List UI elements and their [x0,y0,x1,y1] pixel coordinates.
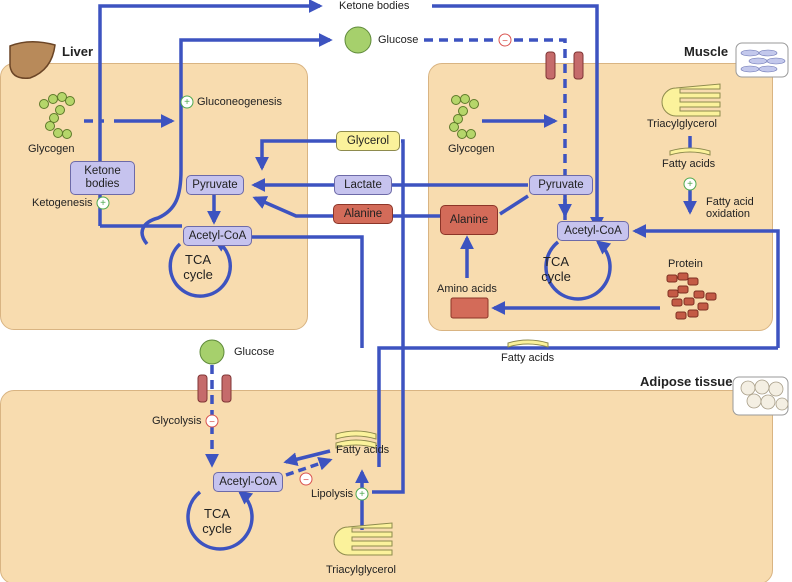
alanine-transport-box: Alanine [333,204,393,224]
muscle-tca-label: TCA cycle [541,254,571,284]
adipose-glucose-label: Glucose [234,346,275,358]
gluconeogenesis-label: Gluconeogenesis [197,96,283,108]
adipose-glucose-circle [199,339,225,365]
muscle-pyruvate-to-alanine-link [499,194,529,216]
adipose-region [0,390,773,582]
gluconeogenesis-export-arrow [140,33,333,246]
muscle-fatty-acids-label: Fatty acids [662,158,716,170]
adipose-fatty-acid-icon-2 [335,439,377,449]
liver-pyruvate-box: Pyruvate [186,175,244,195]
svg-text:+: + [359,489,365,500]
liver-tca-cycle [168,238,232,298]
muscle-tag-icon [661,83,721,117]
glycerol-to-liver-arrow [255,139,336,171]
svg-text:+: + [100,198,106,209]
adipose-acetylcoa-to-fattyacids-arrow [285,456,333,477]
adipose-fattyacids-to-acetylcoa-arrow [283,449,331,467]
fatty-acid-oxidation-label: Fatty acid oxidation [706,196,754,220]
svg-text:−: − [303,475,309,486]
amino-acids-label: Amino acids [437,283,497,295]
svg-text:+: + [687,179,693,190]
svg-text:+: + [184,97,190,108]
liver-icon [9,41,56,79]
glycerol-box: Glycerol [336,131,400,151]
adipose-fatty-acid-icon-1 [335,430,377,440]
muscle-transporter-left [545,51,556,80]
muscle-tca-cycle [544,240,612,301]
muscle-pyruvate-box: Pyruvate [529,175,593,195]
adipose-title: Adipose tissue [640,374,733,389]
muscle-title: Muscle [684,44,729,59]
protein-icon [666,272,717,320]
liver-title: Liver [62,44,94,59]
ketone-bodies-box: Ketone bodies [70,161,135,195]
blood-glucose-circle [344,26,372,54]
adipose-tag-label: Triacylglycerol [326,564,396,576]
svg-text:−: − [502,36,508,47]
muscle-alanine-box: Alanine [440,205,498,235]
muscle-fatty-acid-icon [669,147,711,156]
fatty-acids-circulation-arrow [377,346,778,467]
middle-fatty-acid-icon [507,339,549,348]
fatty-acids-to-liver-arrow [237,230,364,348]
adipose-fatty-acids-label: Fatty acids [336,444,390,456]
fatty-acid-oxidation-arrow [632,224,780,348]
adipose-tca-label: TCA cycle [202,506,232,536]
ketone-to-muscle-arrow [432,4,604,231]
muscle-region [428,63,773,331]
ketone-bodies-label: Ketone bodies [339,0,410,12]
lipolysis-label: Lipolysis [311,488,354,500]
adipose-tca-cycle [186,490,254,551]
muscle-acetylcoa-box: Acetyl-CoA [557,221,629,241]
glucose-to-muscle-arrow [424,38,572,218]
liver-acetylcoa-box: Acetyl-CoA [183,226,252,246]
ketogenesis-label: Ketogenesis [32,197,93,209]
adipose-acetylcoa-box: Acetyl-CoA [213,472,283,492]
liver-tca-label: TCA cycle [183,252,213,282]
muscle-transporter-right [573,51,584,80]
glycolysis-label: Glycolysis [152,415,202,427]
adipose-transporter-right [221,374,232,403]
svg-text:−: − [209,417,215,428]
glycerol-from-adipose-arrow [372,139,405,494]
ketone-export-arrow [98,0,323,226]
muscle-tag-label: Triacylglycerol [647,118,717,130]
glucose-label: Glucose [378,34,419,46]
lactate-box: Lactate [334,175,392,195]
protein-label: Protein [668,258,703,270]
adipose-tag-icon [333,522,393,556]
muscle-glycogen-label: Glycogen [448,143,495,155]
circulating-fatty-acids-label: Fatty acids [501,352,555,364]
adipose-transporter-left [197,374,208,403]
amino-acids-icon [450,297,489,319]
liver-glycogen-label: Glycogen [28,143,75,155]
